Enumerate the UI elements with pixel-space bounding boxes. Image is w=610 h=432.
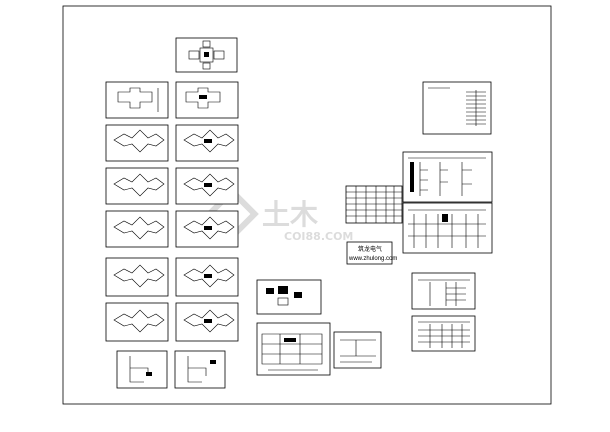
sheet-plan-2b[interactable] — [175, 124, 239, 162]
sheet-plan-1a[interactable] — [105, 81, 169, 119]
sheet-right-table-1[interactable] — [411, 272, 476, 310]
sheet-center-small[interactable] — [256, 279, 322, 315]
sheet-plan-6a[interactable] — [105, 302, 169, 342]
sheet-plan-6b[interactable] — [175, 302, 239, 342]
sheet-plan-1b[interactable] — [175, 81, 239, 119]
sheet-detail-7a[interactable] — [116, 350, 168, 389]
sheet-plan-3a[interactable] — [105, 167, 169, 205]
sheet-center-schematic[interactable] — [333, 331, 382, 369]
badge-title: 筑龙电气 — [358, 245, 382, 253]
badge-url: www.zhulong.com — [348, 256, 397, 262]
sheet-right-table-2[interactable] — [411, 315, 476, 352]
watermark-sub: COI88.COM — [284, 230, 353, 243]
sheet-right-system-diagram[interactable] — [402, 151, 493, 203]
sheet-right-notes[interactable] — [422, 81, 492, 135]
sheet-plan-4b[interactable] — [175, 210, 239, 248]
sheet-top-plan[interactable] — [175, 37, 238, 73]
sheet-plan-3b[interactable] — [175, 167, 239, 205]
drawing-border — [62, 5, 552, 405]
sheet-plan-5b[interactable] — [175, 257, 239, 297]
sheet-detail-7b[interactable] — [174, 350, 226, 389]
sheet-center-large-plan[interactable] — [256, 322, 331, 376]
watermark-main: 土木 — [262, 198, 318, 231]
sheet-plan-2a[interactable] — [105, 124, 169, 162]
sheet-equipment-table[interactable] — [345, 185, 403, 224]
sheet-plan-4a[interactable] — [105, 210, 169, 248]
zhulong-badge: 筑龙电气 www.zhulong.com — [346, 241, 397, 265]
sheet-right-panel-diagram[interactable] — [402, 202, 493, 254]
sheet-plan-5a[interactable] — [105, 257, 169, 297]
